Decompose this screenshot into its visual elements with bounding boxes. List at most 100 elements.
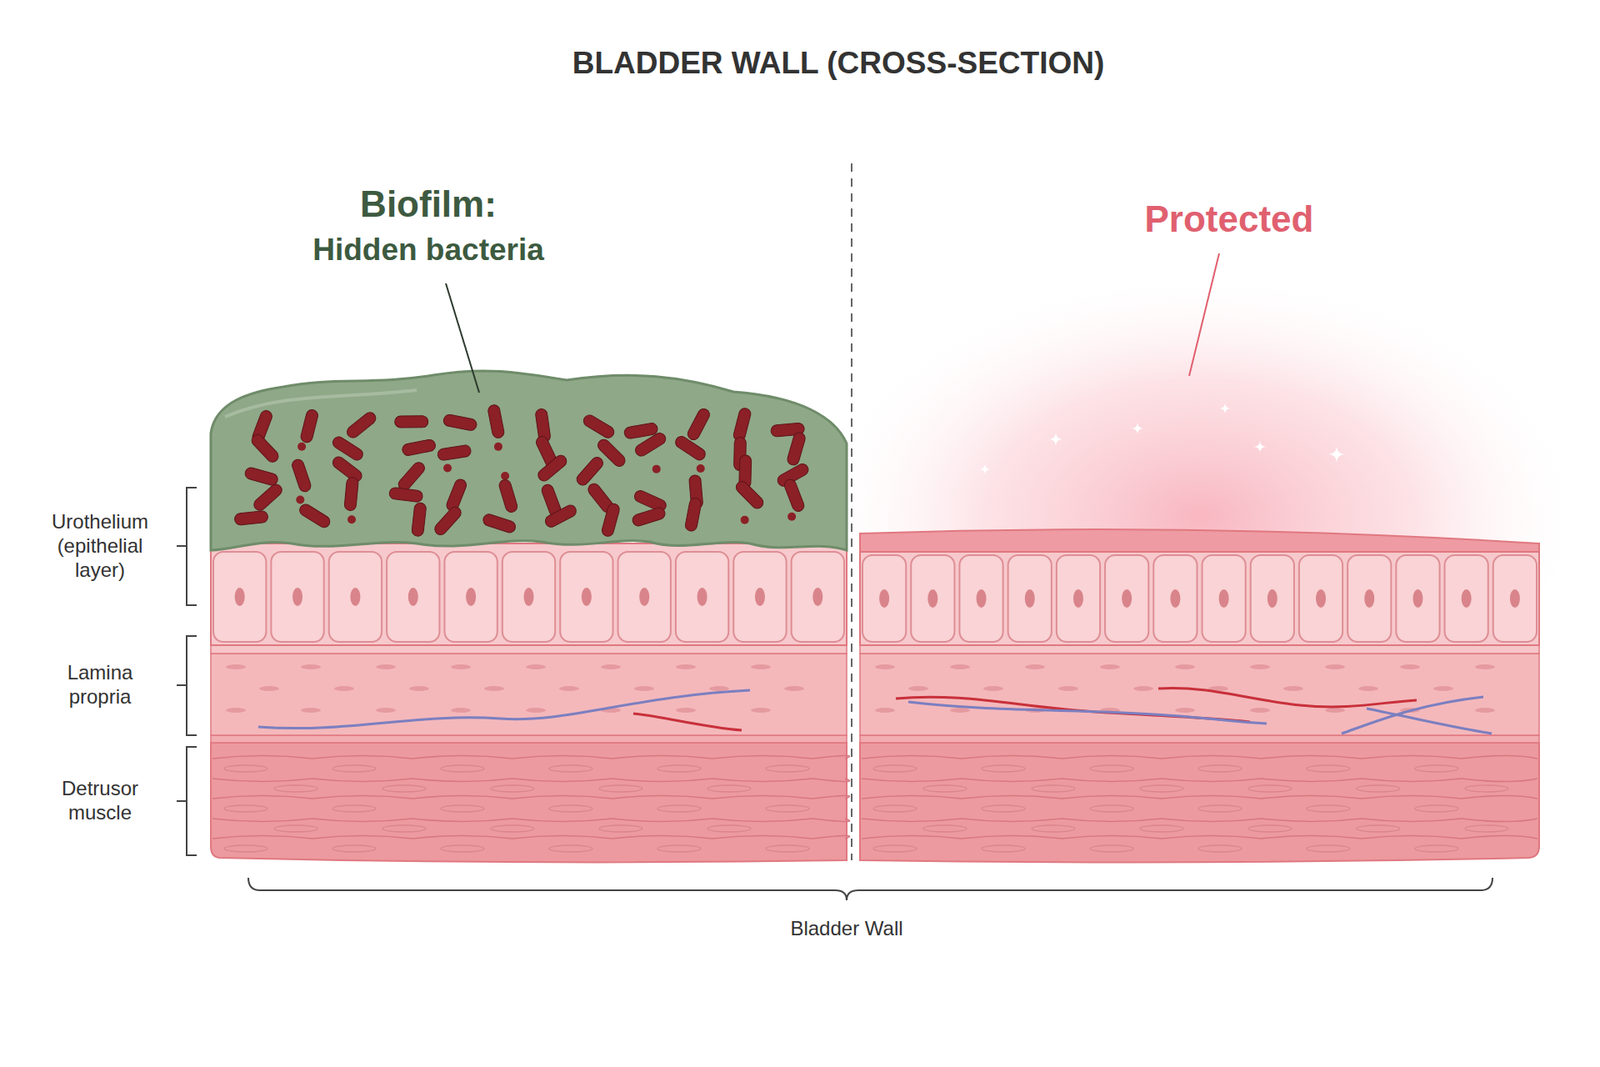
- fiber-cell: [1090, 805, 1134, 812]
- bacterium: [787, 512, 796, 521]
- fiber: [212, 778, 850, 782]
- spindle: [300, 664, 321, 670]
- sparkle: [1253, 440, 1267, 454]
- layer-label: Urothelium (epithelial layer): [37, 510, 163, 582]
- fiber: [861, 835, 1538, 840]
- nucleus: [1412, 589, 1423, 608]
- nucleus: [350, 587, 360, 606]
- spindle: [908, 685, 929, 691]
- spindle: [525, 664, 546, 670]
- bacterium: [347, 515, 356, 524]
- fiber-cell: [873, 765, 917, 772]
- spindle: [1358, 685, 1379, 691]
- spindle: [300, 707, 321, 713]
- spindle: [1133, 685, 1154, 691]
- fiber-cell: [490, 785, 535, 792]
- fiber: [861, 778, 1538, 782]
- nucleus: [639, 587, 650, 606]
- sparkle: [1048, 431, 1064, 447]
- spindle: [1325, 664, 1345, 670]
- bacterium: [785, 430, 807, 466]
- fiber: [861, 818, 1538, 822]
- spindle: [1475, 707, 1495, 713]
- sparkle: [979, 463, 991, 475]
- fiber-cell: [1031, 825, 1075, 832]
- bacterium: [574, 455, 605, 488]
- spindle: [1400, 664, 1420, 670]
- cell: [1153, 555, 1197, 642]
- bacterium: [401, 438, 437, 456]
- fiber: [861, 755, 1538, 760]
- bacterium: [345, 410, 379, 440]
- spindle: [259, 685, 280, 691]
- spindle: [1175, 664, 1195, 670]
- nucleus: [1025, 589, 1035, 608]
- fiber-cell: [1465, 825, 1509, 832]
- bacterium: [684, 496, 702, 532]
- fiber-cell: [1306, 845, 1350, 852]
- nucleus: [235, 587, 245, 606]
- cell: [1105, 555, 1149, 642]
- bacterium: [581, 412, 617, 440]
- fiber-cell: [1140, 825, 1184, 832]
- fiber-cell: [873, 845, 917, 852]
- cell: [910, 555, 955, 642]
- fiber-cell: [981, 805, 1025, 812]
- fiber-cell: [707, 785, 751, 792]
- fiber-cell: [765, 765, 810, 772]
- axis-label: Bladder Wall: [790, 916, 903, 941]
- spindle: [950, 707, 970, 713]
- nucleus: [581, 587, 592, 606]
- cell: [270, 551, 324, 642]
- bacterium: [395, 460, 427, 493]
- bacterium: [388, 486, 423, 503]
- nucleus: [1461, 589, 1472, 608]
- bacterium: [633, 430, 668, 459]
- spindle: [750, 707, 771, 713]
- sparkle: [1219, 402, 1231, 415]
- spindle: [675, 664, 696, 670]
- fiber-cell: [1356, 825, 1400, 832]
- nucleus: [1170, 589, 1180, 608]
- cell: [618, 551, 671, 642]
- spindle: [450, 664, 471, 670]
- fiber-cell: [1198, 805, 1242, 812]
- fiber-cell: [1415, 805, 1459, 812]
- spindle: [1325, 707, 1345, 713]
- fiber-cell: [332, 845, 376, 852]
- bacterium: [249, 431, 281, 465]
- bacterium: [330, 454, 365, 484]
- fiber: [212, 818, 850, 822]
- bacterium: [344, 476, 360, 511]
- spindle: [559, 685, 580, 691]
- epithelial-cells: [862, 555, 1537, 642]
- spindle: [1250, 664, 1270, 670]
- spindle: [875, 707, 895, 713]
- bacterium: [251, 481, 285, 513]
- spindle: [484, 685, 505, 691]
- muscle-fibers: [212, 755, 850, 853]
- layer-label: Detrusor muscle: [45, 776, 155, 825]
- spindle: [709, 685, 730, 691]
- spindle: [1250, 707, 1270, 713]
- protected-label: Protected: [1145, 197, 1315, 242]
- fiber-cell: [490, 825, 535, 832]
- cell: [791, 551, 845, 642]
- spindle: [1475, 664, 1495, 670]
- fiber-cell: [1306, 805, 1350, 812]
- spindle: [375, 707, 396, 713]
- nucleus: [755, 587, 765, 606]
- spindle: [983, 685, 1004, 691]
- bacterium: [487, 404, 505, 440]
- fiber-cell: [1415, 765, 1459, 772]
- leader-line: [1189, 253, 1220, 376]
- cell: [1250, 555, 1295, 642]
- fiber-cell: [657, 845, 701, 852]
- bacteria: [234, 404, 810, 538]
- layer-brackets: [176, 487, 1493, 900]
- spindle: [1283, 685, 1304, 691]
- cell: [1445, 555, 1489, 642]
- right-wall: [860, 529, 1540, 862]
- nucleus: [697, 587, 708, 606]
